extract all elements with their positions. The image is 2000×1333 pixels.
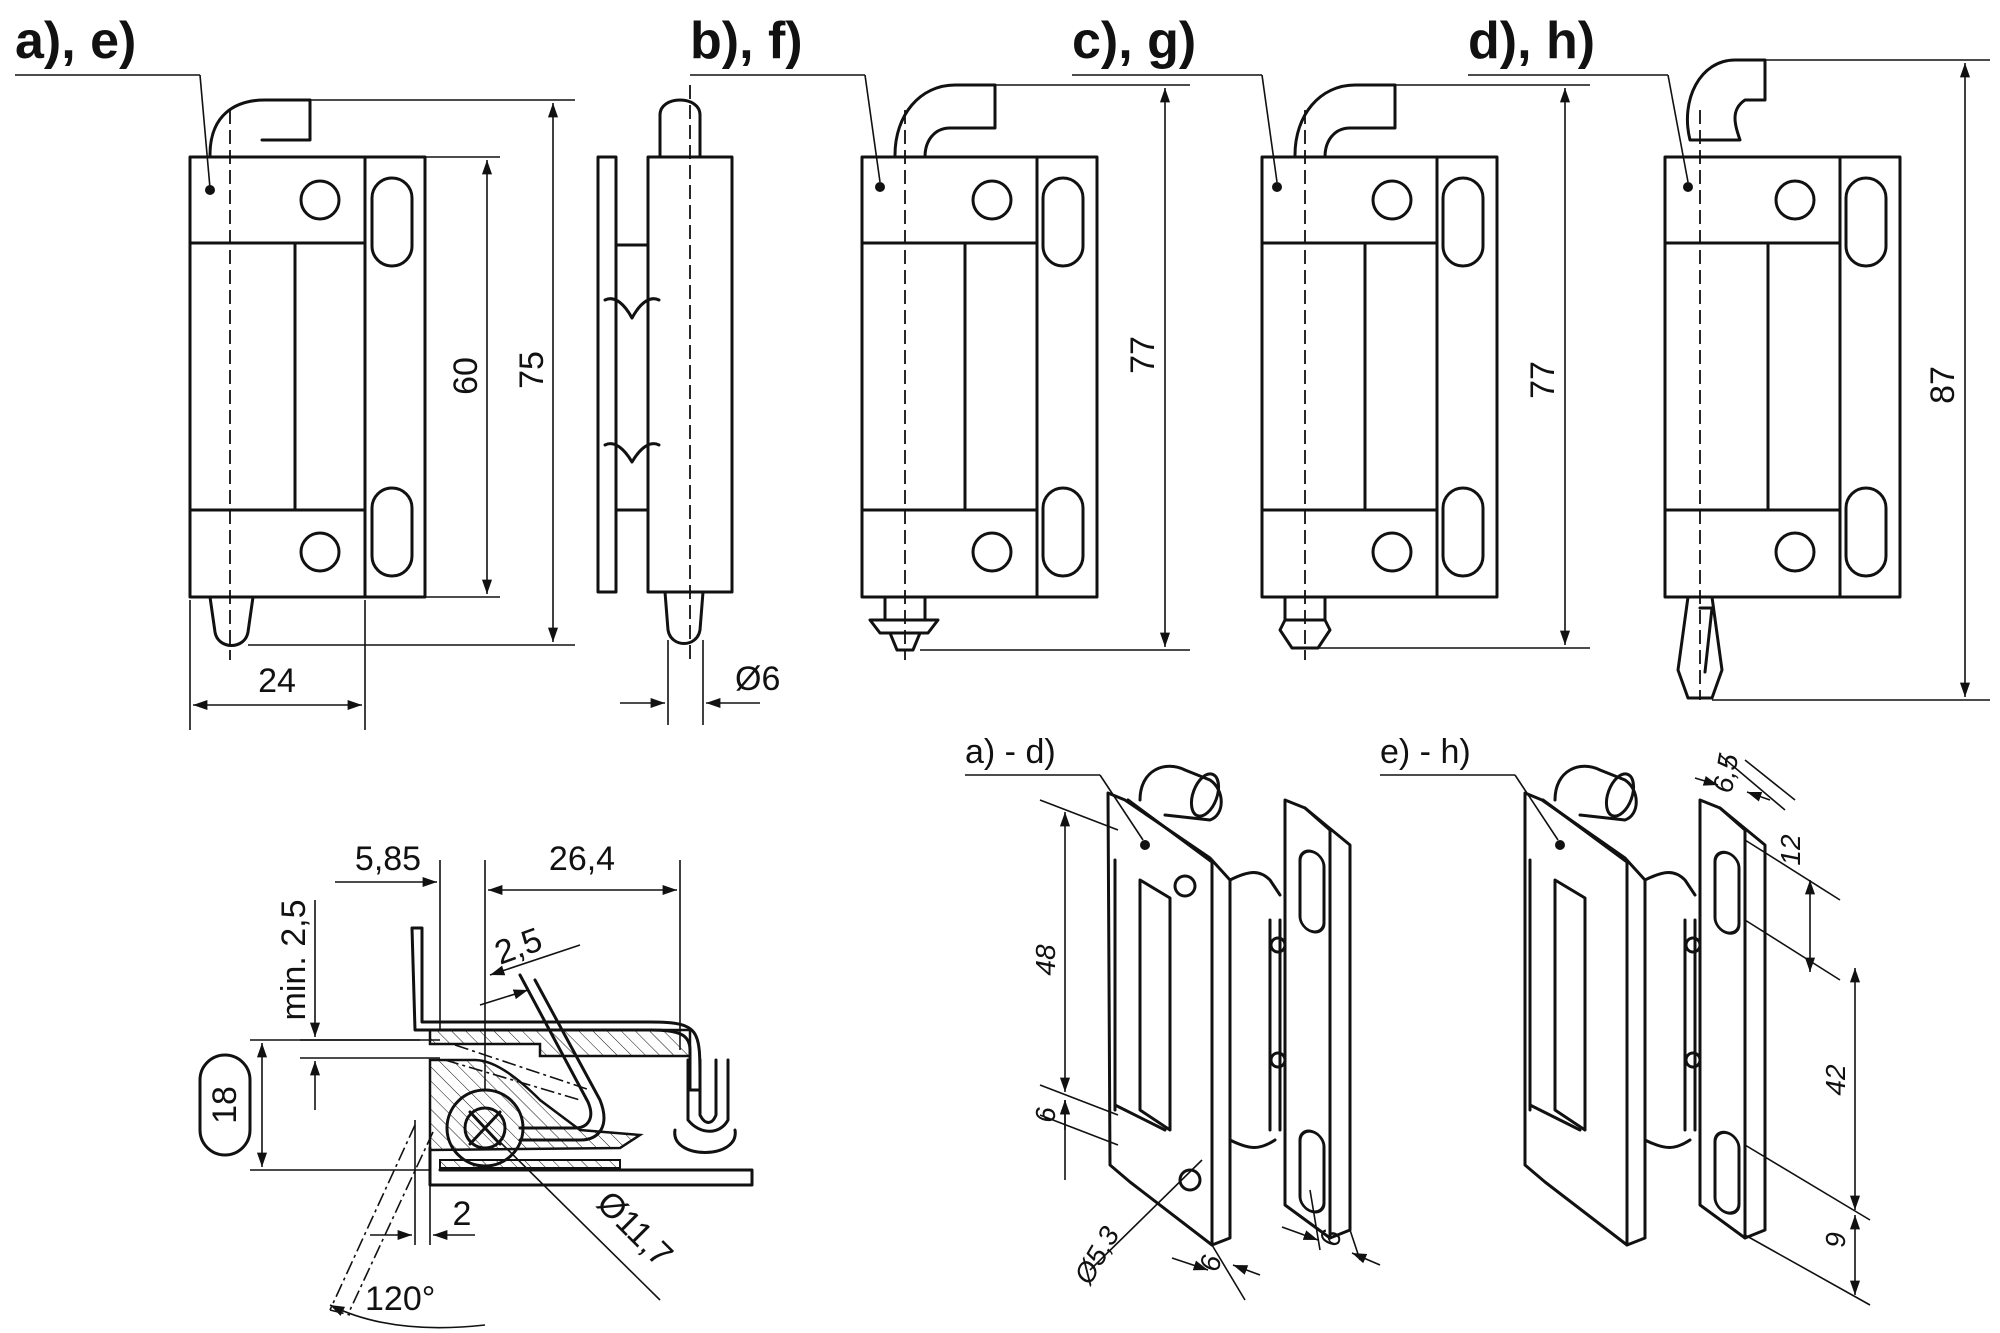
view-cg: c), g) 77: [1072, 12, 1590, 660]
dim-2: 2: [453, 1195, 472, 1233]
iso-ad-label: a) - d): [965, 733, 1056, 771]
view-bf-label: b), f): [690, 12, 803, 70]
dim-77-bf: 77: [1124, 336, 1162, 374]
iso-eh-dim42: 42: [1820, 1064, 1851, 1096]
view-dh-label: d), h): [1468, 12, 1595, 70]
dim-75: 75: [513, 351, 551, 389]
iso-eh-dim12: 12: [1775, 834, 1806, 866]
iso-ad: a) - d) 48 6 Ø5,3: [965, 733, 1381, 1301]
view-ae-label: a), e): [15, 12, 136, 70]
dim-87: 87: [1924, 366, 1962, 404]
dim-18: 18: [206, 1086, 244, 1124]
view-dh: d), h) 87: [1468, 12, 1990, 701]
iso-eh-dim65: 6,5: [1707, 751, 1744, 795]
iso-ad-dim48: 48: [1030, 944, 1061, 976]
dim-d6: Ø6: [735, 660, 780, 698]
dim-25: 2,5: [490, 921, 547, 973]
iso-ad-dimd53: Ø5,3: [1068, 1221, 1126, 1290]
view-side: Ø6: [596, 85, 780, 725]
dim-60: 60: [447, 357, 485, 395]
view-bf: b), f) 77: [690, 12, 1190, 660]
dim-angle: 120°: [365, 1280, 435, 1318]
iso-eh-label: e) - h): [1380, 733, 1471, 771]
dim-24: 24: [258, 662, 296, 700]
dim-min25: min. 2,5: [275, 900, 313, 1021]
iso-eh: e) - h) 6,5 12 42 9: [1380, 733, 1871, 1306]
iso-ad-dim6b: 6: [1194, 1253, 1227, 1274]
view-cg-label: c), g): [1072, 12, 1196, 70]
iso-ad-dim6c: 6: [1314, 1228, 1347, 1249]
dim-d117: Ø11,7: [589, 1184, 680, 1275]
section-view: 5,85 26,4 min. 2,5 18 2,5 2 Ø11,7 120°: [198, 840, 754, 1329]
iso-eh-dim9: 9: [1820, 1232, 1851, 1248]
view-ae: a), e) 60 75 24: [15, 12, 575, 730]
dim-585: 5,85: [355, 840, 421, 878]
dim-264: 26,4: [549, 840, 615, 878]
dim-77-cg: 77: [1524, 361, 1562, 399]
iso-ad-dim6a: 6: [1030, 1107, 1061, 1123]
